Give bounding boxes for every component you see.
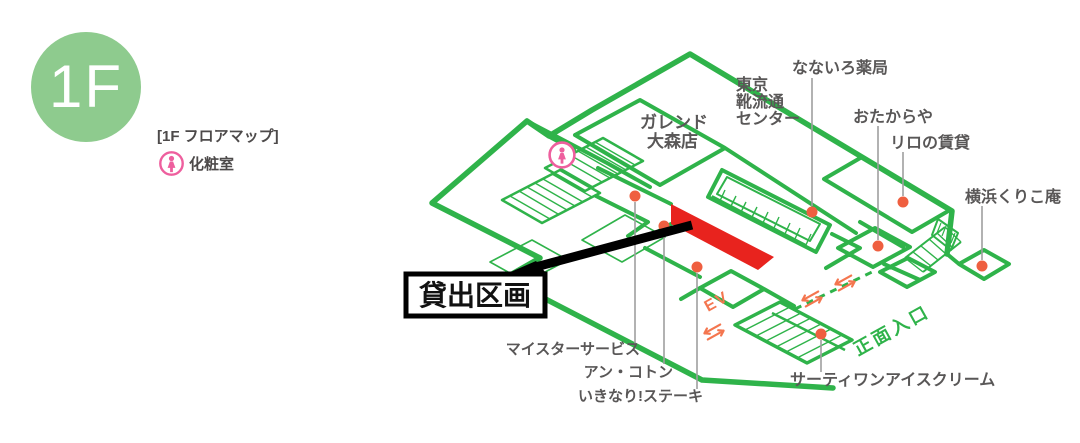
store-label-ancoton: アン・コトン — [584, 364, 673, 381]
store-label-thirtyone: サーティワンアイスクリーム — [790, 371, 995, 389]
stairs-a-treads — [509, 173, 593, 220]
store-label-tokyo-2: 靴流通 — [736, 92, 784, 111]
escalator-outline — [706, 168, 832, 254]
store-label-garendo-1: ガレンド — [640, 113, 708, 132]
right-stairs — [904, 218, 962, 273]
escalator-arrow-icon — [832, 271, 858, 295]
escalator-path-dashes — [794, 270, 873, 311]
label-leader-lines — [634, 78, 983, 389]
store-dot-kurikoan — [976, 260, 988, 272]
central-escalator — [706, 168, 832, 254]
store-label-otakaraya: おたからや — [853, 108, 933, 126]
upper-left-stairs — [500, 136, 645, 225]
store-dot-otakaraya — [872, 240, 884, 252]
store-label-nanairo: なないろ薬局 — [792, 58, 888, 77]
store-dot-riro — [897, 196, 909, 208]
restroom-icon-circle — [159, 151, 184, 176]
store-label-ikinari: いきなり!ステーキ — [578, 388, 703, 405]
escalator-inner — [711, 176, 821, 246]
callout-label: 貸出区画 — [419, 280, 531, 311]
main-entrance-label: 正面入口 — [850, 301, 933, 359]
store-label-garendo-2: 大森店 — [647, 131, 698, 151]
right-stairs-rails — [904, 226, 962, 273]
store-dot-thirtyone — [815, 328, 827, 340]
room-walls — [525, 98, 1011, 309]
stairs-b-treads — [552, 141, 636, 188]
store-label-riro: リロの賃貸 — [890, 133, 970, 152]
store-label-meister: マイスターサービス — [506, 341, 640, 358]
bottom-stairs-treads — [744, 306, 843, 359]
escalator-arrow-icon — [701, 320, 727, 344]
right-stairs-strip-ticks — [936, 222, 956, 244]
store-label-kurikoan: 横浜くりこ庵 — [965, 187, 1062, 206]
store-labels: ガレンド 大森店 東京 靴流通 センター なないろ薬局 おたからや リロの賃貸 … — [506, 58, 1062, 405]
store-label-tokyo-1: 東京 — [736, 75, 768, 94]
stairs-a-outline — [500, 168, 602, 225]
escalator-treads — [718, 189, 812, 248]
stairs-b-outline — [543, 136, 645, 193]
right-stairs-treads — [904, 226, 962, 273]
store-label-tokyo-3: センター — [736, 110, 800, 128]
bottom-stairs — [733, 300, 854, 365]
right-stairs-strip — [931, 218, 959, 251]
rental-callout: 貸出区画 — [403, 220, 694, 319]
store-dot-nanairo — [806, 206, 818, 218]
callout-arrow-line — [530, 220, 694, 273]
callout-box — [403, 271, 548, 319]
rental-section-highlight — [671, 204, 774, 270]
interior-walls — [489, 98, 1011, 309]
map-restroom-icon — [548, 141, 576, 169]
bottom-stairs-outline — [733, 300, 854, 365]
map-title: [1F フロアマップ] — [157, 128, 279, 145]
restroom-label: 化粧室 — [189, 156, 235, 173]
restroom-legend: 化粧室 — [158, 150, 234, 177]
store-markers — [629, 190, 988, 340]
floor-badge: 1F — [31, 32, 141, 142]
restroom-icon — [159, 151, 184, 176]
floor-badge-label: 1F — [48, 53, 124, 120]
store-dot-ikinari — [691, 261, 703, 273]
store-dot-meister — [629, 190, 641, 202]
bottom-stairs-wall — [771, 311, 846, 352]
escalator-arrow-icon — [799, 287, 825, 311]
